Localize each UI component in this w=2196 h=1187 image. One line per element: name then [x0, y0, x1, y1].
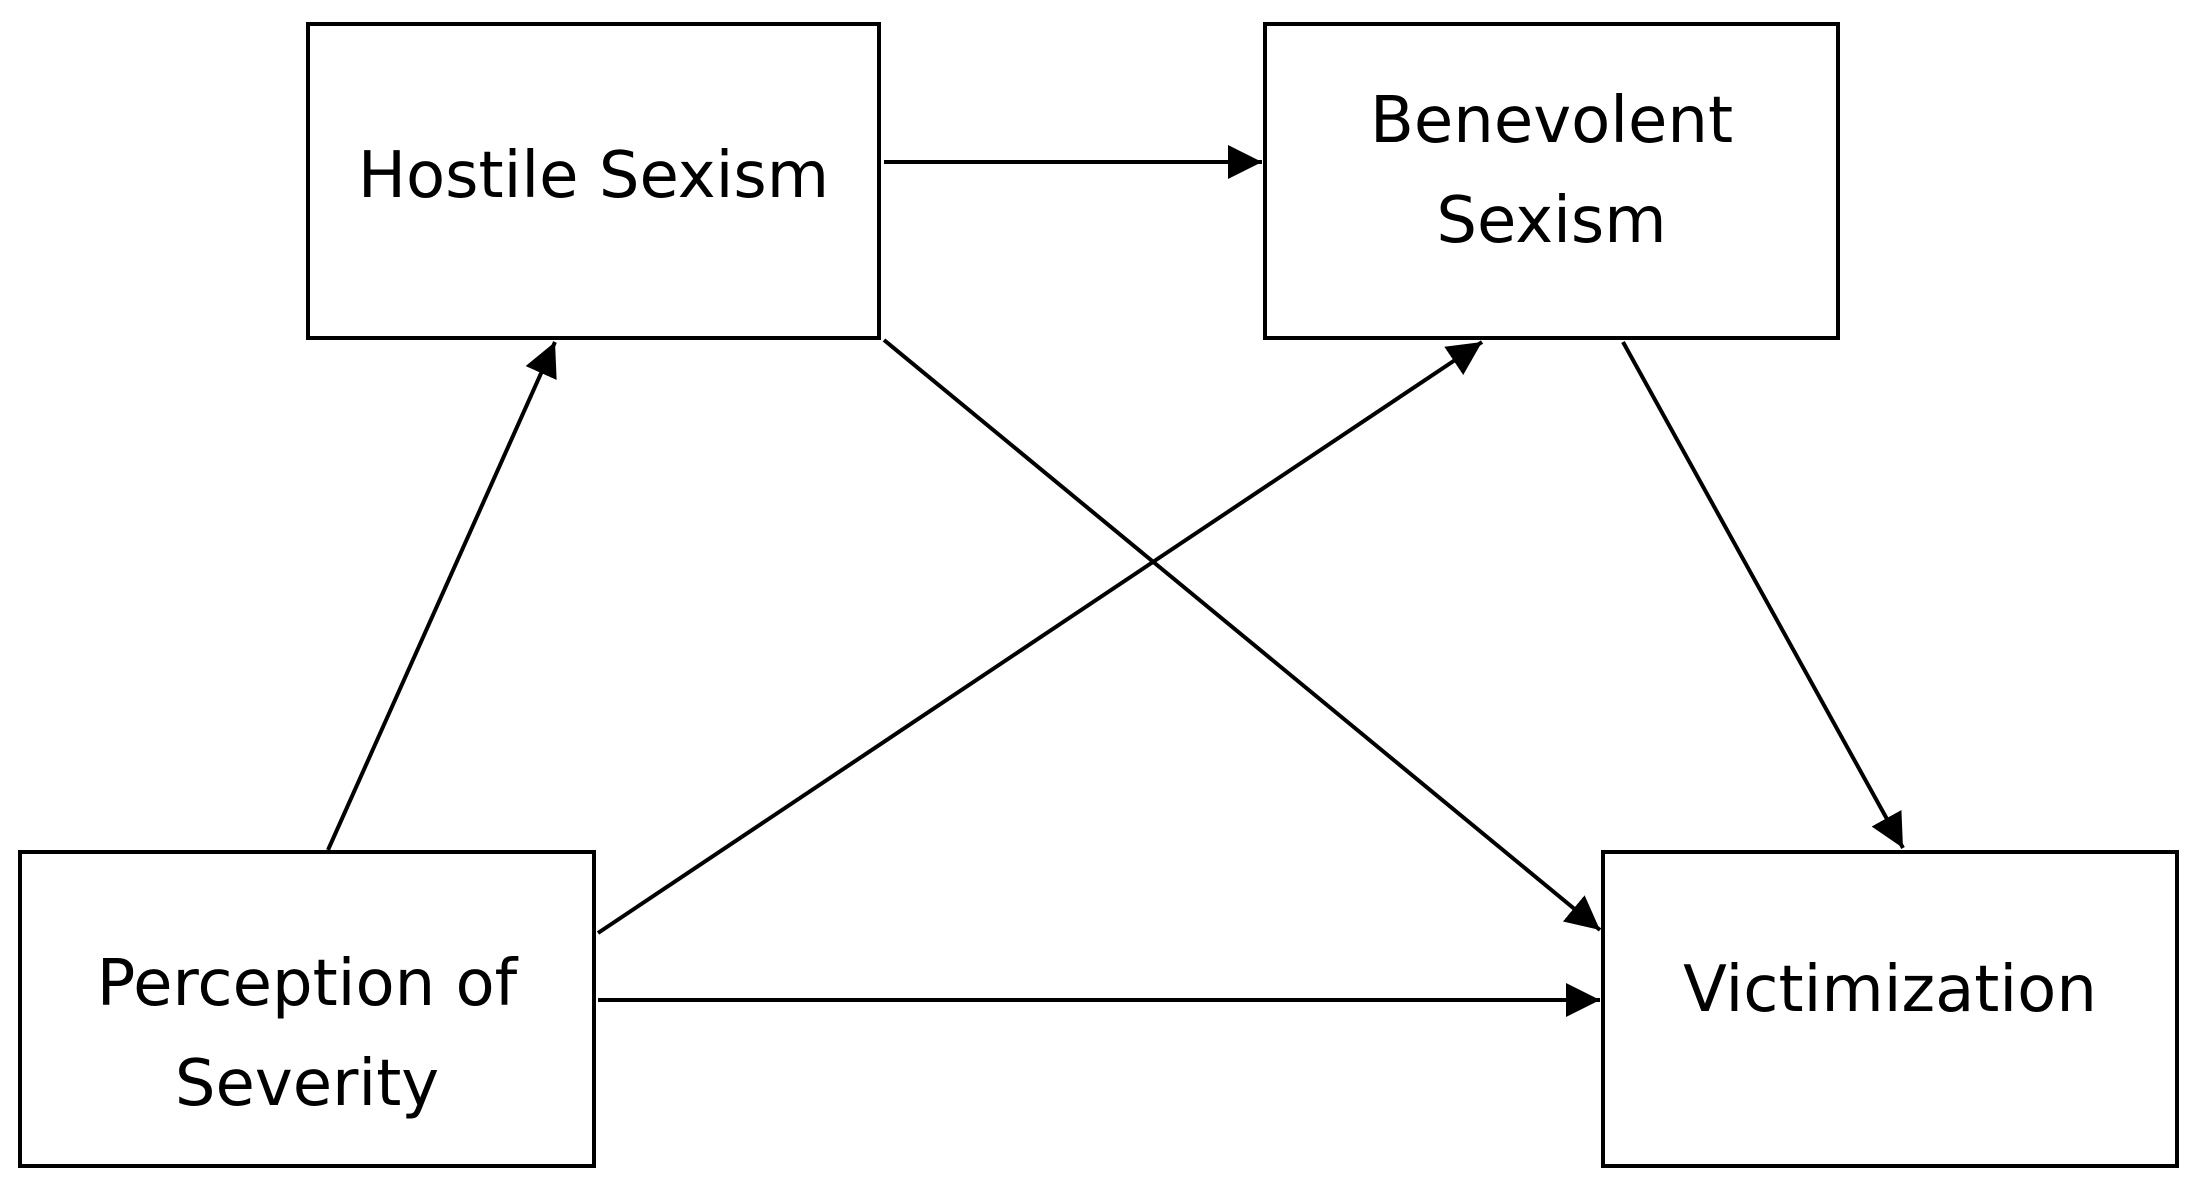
arrow-perception-of-severity-to-hostile-sexism	[326, 341, 557, 851]
victimization-label: Victimization	[1683, 953, 2097, 1027]
benevolent-sexism-node: Benevolent Sexism	[1263, 22, 1840, 340]
hostile-sexism-label: Hostile Sexism	[357, 139, 830, 213]
perception-of-severity-node: Perception of Severity	[18, 850, 596, 1168]
arrow-benevolent-sexism-to-victimization	[1621, 341, 1905, 849]
perception-of-severity-label-line2: Severity	[174, 1047, 440, 1121]
arrow-hostile-sexism-to-victimization	[882, 338, 1602, 932]
benevolent-sexism-label-line1: Benevolent	[1369, 84, 1734, 158]
perception-of-severity-label-line1: Perception of	[96, 947, 518, 1021]
victimization-node: Victimization	[1601, 850, 2179, 1168]
hostile-sexism-node: Hostile Sexism	[306, 22, 881, 340]
benevolent-sexism-label-line2: Sexism	[1436, 184, 1667, 258]
arrow-perception-of-severity-to-benevolent-sexism	[596, 340, 1484, 935]
